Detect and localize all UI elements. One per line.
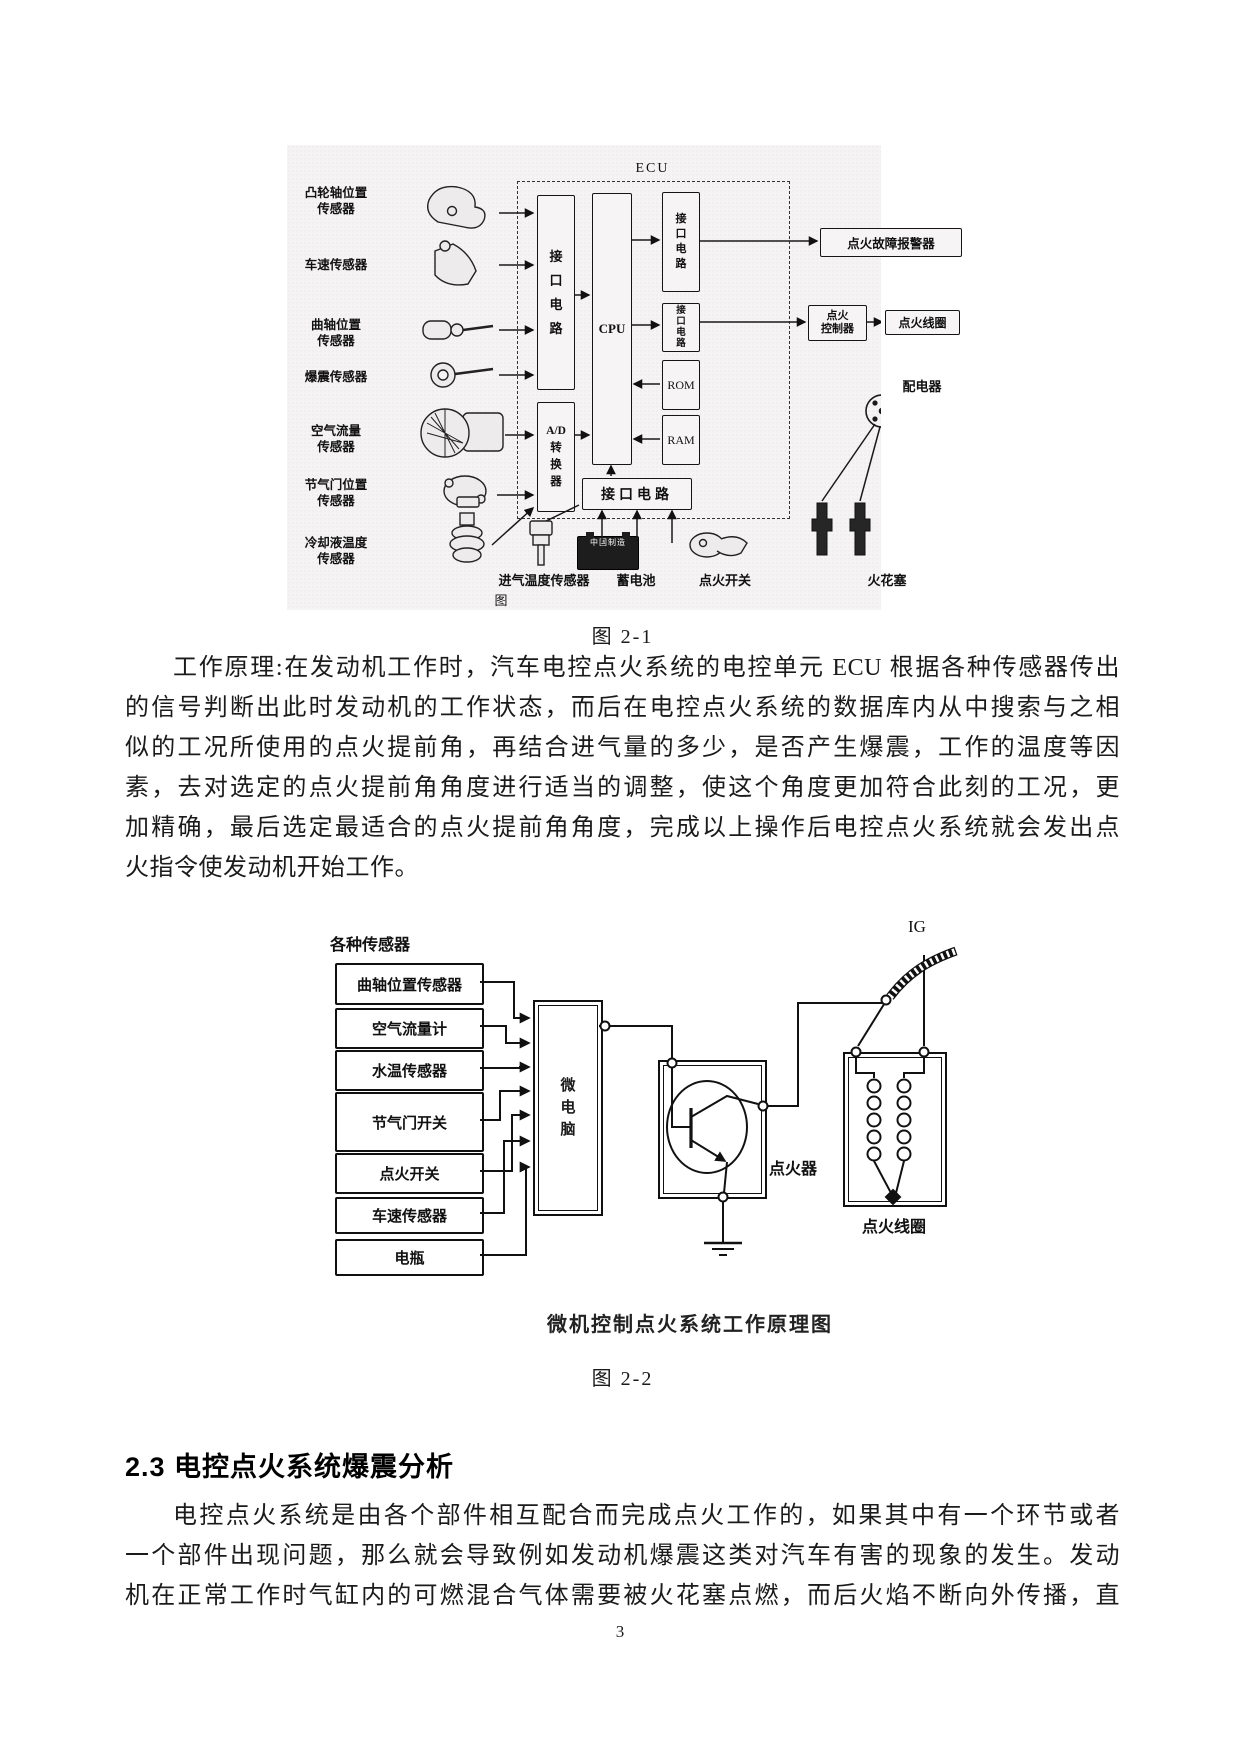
sensor-label-coolant-temp: 冷却液温度 传感器 xyxy=(304,536,368,566)
camshaft-sensor-icon xyxy=(426,185,486,229)
page-number: 3 xyxy=(615,1622,625,1641)
figure2-title: 微机控制点火系统工作原理图 xyxy=(547,1314,833,1336)
intake-temp-sensor-label: 进气温度传感器 xyxy=(498,573,590,588)
ignition-coil-box: 点火线圈 xyxy=(885,310,960,335)
battery-label: 蓄电池 xyxy=(616,573,656,588)
paragraph2-line: 一个部件出现问题，那么就会导致例如发动机爆震这类对汽车有害的现象的发生。发动 xyxy=(125,1543,1120,1569)
block-interface-circuit-2: 接 口 电 路 xyxy=(662,192,700,292)
section-heading-2-3: 2.3 电控点火系统爆震分析 xyxy=(125,1452,455,1482)
knock-sensor-icon xyxy=(430,362,494,388)
coil-inner xyxy=(848,1057,942,1202)
sensor-label-airflow: 空气流量 传感器 xyxy=(310,424,361,454)
airflow-sensor-icon xyxy=(420,408,504,458)
ecu-label: ECU xyxy=(635,161,670,176)
fig2-coil-box xyxy=(843,1052,947,1207)
paragraph1-line: 加精确，最后选定最适合的点火提前角角度，完成以上操作后电控点火系统就会发出点 xyxy=(125,815,1120,841)
paragraph-knock-analysis: 电控点火系统是由各个部件相互配合而完成点火工作的，如果其中有一个环节或者 一个部… xyxy=(125,1496,1120,1616)
fig2-box-airflow-meter: 空气流量计 xyxy=(335,1008,484,1049)
speed-sensor-icon xyxy=(434,240,477,286)
block-interface-circuit-bottom: 接口电路 xyxy=(582,478,692,510)
ignition-fault-alarm-box: 点火故障报警器 xyxy=(820,228,962,257)
ignition-switch-label: 点火开关 xyxy=(698,573,751,588)
block-ram: RAM xyxy=(662,415,700,465)
block-interface-circuit-3: 接 口 电 路 xyxy=(662,303,700,352)
sensor-label-knock: 爆震传感器 xyxy=(304,370,368,384)
sensors-header-label: 各种传感器 xyxy=(330,937,411,954)
paragraph1-line: 似的工况所使用的点火提前角，再结合进气量的多少，是否产生爆震，工作的温度等因 xyxy=(125,735,1120,761)
fig2-box-ignition-switch: 点火开关 xyxy=(335,1153,484,1194)
block-rom: ROM xyxy=(662,360,700,410)
paragraph2-line: 机在正常工作时气缸内的可燃混合气体需要被火花塞点燃，而后火焰不断向外传播，直 xyxy=(125,1583,1120,1609)
microcomputer-label: 微 电 脑 xyxy=(538,1005,598,1211)
battery-icon: 中国制造 xyxy=(577,532,639,570)
fig2-box-speed-sensor: 车速传感器 xyxy=(335,1197,484,1234)
coolant-sensor-icon xyxy=(449,512,485,563)
block-interface-circuit-1: 接 口 电 路 xyxy=(537,195,575,390)
figure-2-1: 凸轮轴位置 传感器 车速传感器 曲轴位置 传感器 爆震传感器 空气流量 传感器 … xyxy=(287,145,962,610)
igniter-box xyxy=(658,1060,767,1199)
figure-2-2: 各种传感器 曲轴位置传感器 空气流量计 水温传感器 节气门开关 点火开关 车速传… xyxy=(290,915,960,1280)
igniter-label: 点火器 xyxy=(769,1161,818,1178)
igniter-inner xyxy=(663,1065,762,1194)
sensor-label-vehicle-speed: 车速传感器 xyxy=(304,258,368,272)
paragraph1-line: 工作原理:在发动机工作时，汽车电控点火系统的电控单元 ECU 根据各种传感器传出 xyxy=(173,655,1120,681)
figure1-inner-mark: 图 xyxy=(494,593,508,608)
sensor-label-crank-position: 曲轴位置 传感器 xyxy=(310,318,361,348)
figure1-caption: 图 2-1 xyxy=(591,626,654,648)
ig-terminal-label: IG xyxy=(908,917,926,936)
ignition-switch-icon xyxy=(689,532,748,558)
paragraph1-line: 素，去对选定的点火提前角角度进行适当的调整，使这个角度更加符合此刻的工况，更 xyxy=(125,775,1120,801)
battery-brand-text: 中国制造 xyxy=(590,538,626,547)
fig2-box-throttle-switch: 节气门开关 xyxy=(335,1092,484,1152)
fig2-box-crank-sensor: 曲轴位置传感器 xyxy=(335,963,484,1005)
spark-plug-label: 火花塞 xyxy=(867,573,907,588)
distributor-icon xyxy=(865,394,881,428)
paragraph2-line: 电控点火系统是由各个部件相互配合而完成点火工作的，如果其中有一个环节或者 xyxy=(173,1503,1120,1529)
block-cpu: CPU xyxy=(592,193,632,465)
figure2-caption: 图 2-2 xyxy=(591,1368,654,1390)
spark-plug-icons xyxy=(811,502,871,556)
ecu-dashed-frame xyxy=(517,181,790,519)
crank-sensor-icon xyxy=(422,320,494,340)
fig2-coil-label: 点火线圈 xyxy=(861,1219,926,1236)
distributor-label: 配电器 xyxy=(902,379,942,394)
ignition-controller-box: 点火 控制器 xyxy=(808,305,867,341)
fig2-box-battery: 电瓶 xyxy=(335,1239,484,1276)
block-ad-converter: A/D 转 换 器 xyxy=(537,402,575,512)
paragraph1-line: 的信号判断出此时发动机的工作状态，而后在电控点火系统的数据库内从中搜索与之相 xyxy=(125,695,1120,721)
fig2-box-water-temp: 水温传感器 xyxy=(335,1050,484,1091)
paragraph1-line: 火指令使发动机开始工作。 xyxy=(125,855,419,881)
intake-temp-sensor-icon xyxy=(529,520,553,566)
microcomputer-box: 微 电 脑 xyxy=(533,1000,603,1216)
sensor-label-camshaft-position: 凸轮轴位置 传感器 xyxy=(304,186,368,216)
ig-hatched-wire xyxy=(886,946,958,1000)
sensor-label-throttle-position: 节气门位置 传感器 xyxy=(304,478,368,508)
throttle-sensor-icon xyxy=(443,475,487,508)
paragraph-working-principle: 工作原理:在发动机工作时，汽车电控点火系统的电控单元 ECU 根据各种传感器传出… xyxy=(125,648,1120,888)
